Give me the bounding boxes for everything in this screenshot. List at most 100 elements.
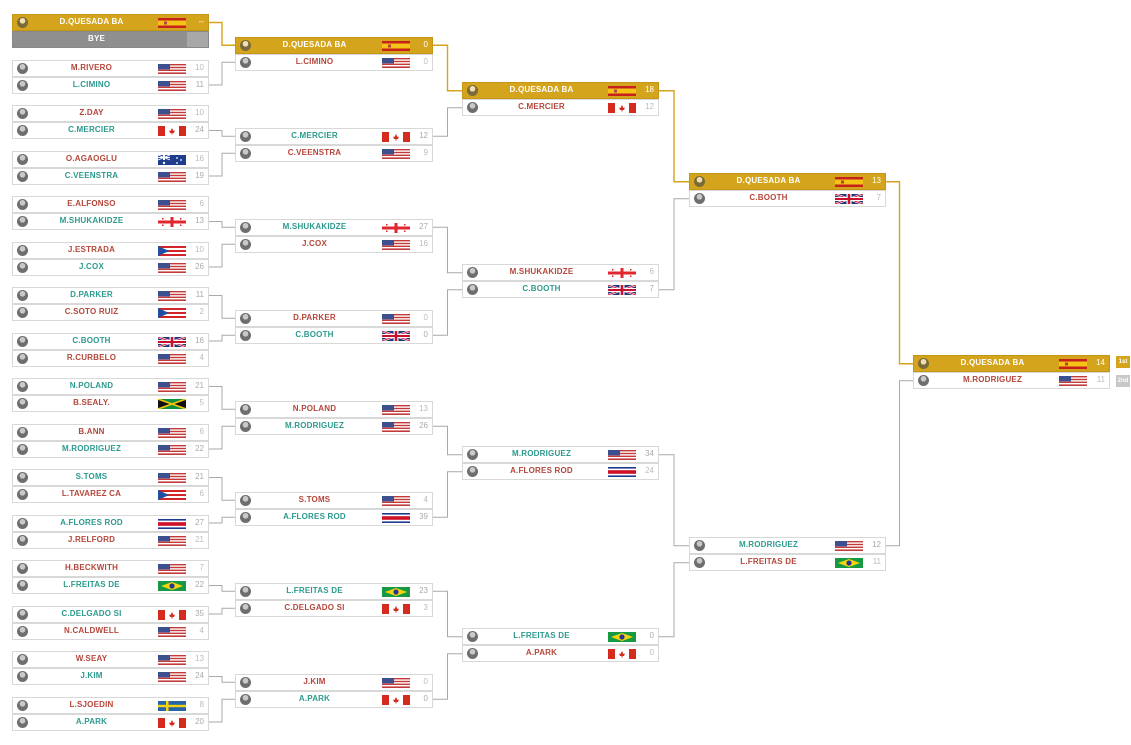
connector-line — [433, 226, 462, 274]
player-slot[interactable]: R.CURBELO 4 — [12, 349, 209, 367]
first-place-badge: 1st — [1116, 356, 1130, 368]
flag-canada-icon — [382, 131, 410, 142]
avatar — [240, 312, 251, 324]
player-name: N.POLAND — [292, 403, 337, 413]
player-name: C.BOOTH — [72, 335, 111, 345]
player-slot[interactable]: B.SEALY.5 — [12, 395, 209, 412]
flag-usa-icon — [158, 427, 186, 438]
connector-line — [659, 198, 689, 291]
avatar — [240, 329, 251, 341]
player-name: L.FREITAS DE — [513, 631, 570, 641]
avatar — [17, 443, 28, 455]
player-name: R.CURBELO — [66, 352, 117, 362]
player-score: 26 — [195, 261, 204, 271]
player-name: L.FREITAS DE — [63, 580, 120, 589]
flag-usa-icon — [1059, 376, 1087, 387]
flag-spain-icon — [158, 18, 186, 28]
player-name: M.RODRIGUEZ — [61, 443, 122, 453]
player-name: D.QUESADA BA — [509, 85, 574, 95]
player-name: B.ANN — [78, 426, 105, 436]
connector-line — [886, 380, 913, 547]
avatar — [17, 261, 28, 273]
flag-usa-icon — [158, 655, 186, 665]
avatar — [17, 426, 28, 438]
flag-usa-icon — [382, 421, 410, 432]
player-slot[interactable]: D.QUESADA BA-- — [12, 14, 209, 31]
player-score: 4 — [199, 352, 204, 362]
connector-line — [433, 590, 462, 638]
flag-costarica-icon — [158, 518, 186, 529]
player-score: 10 — [195, 244, 204, 254]
player-score: 5 — [199, 398, 204, 407]
player-score: 6 — [199, 489, 204, 498]
player-name: J.RELFORD — [67, 534, 116, 544]
player-name: M.RODRIGUEZ — [962, 375, 1023, 385]
player-name: C.MERCIER — [518, 102, 565, 112]
player-score: 11 — [195, 79, 204, 89]
player-name: M.SHUKAKIDZE — [282, 221, 347, 231]
flag-canada-icon — [158, 609, 186, 620]
flag-canada-icon — [382, 694, 410, 705]
player-score: 20 — [195, 716, 204, 726]
player-slot[interactable]: BYE — [12, 31, 209, 48]
